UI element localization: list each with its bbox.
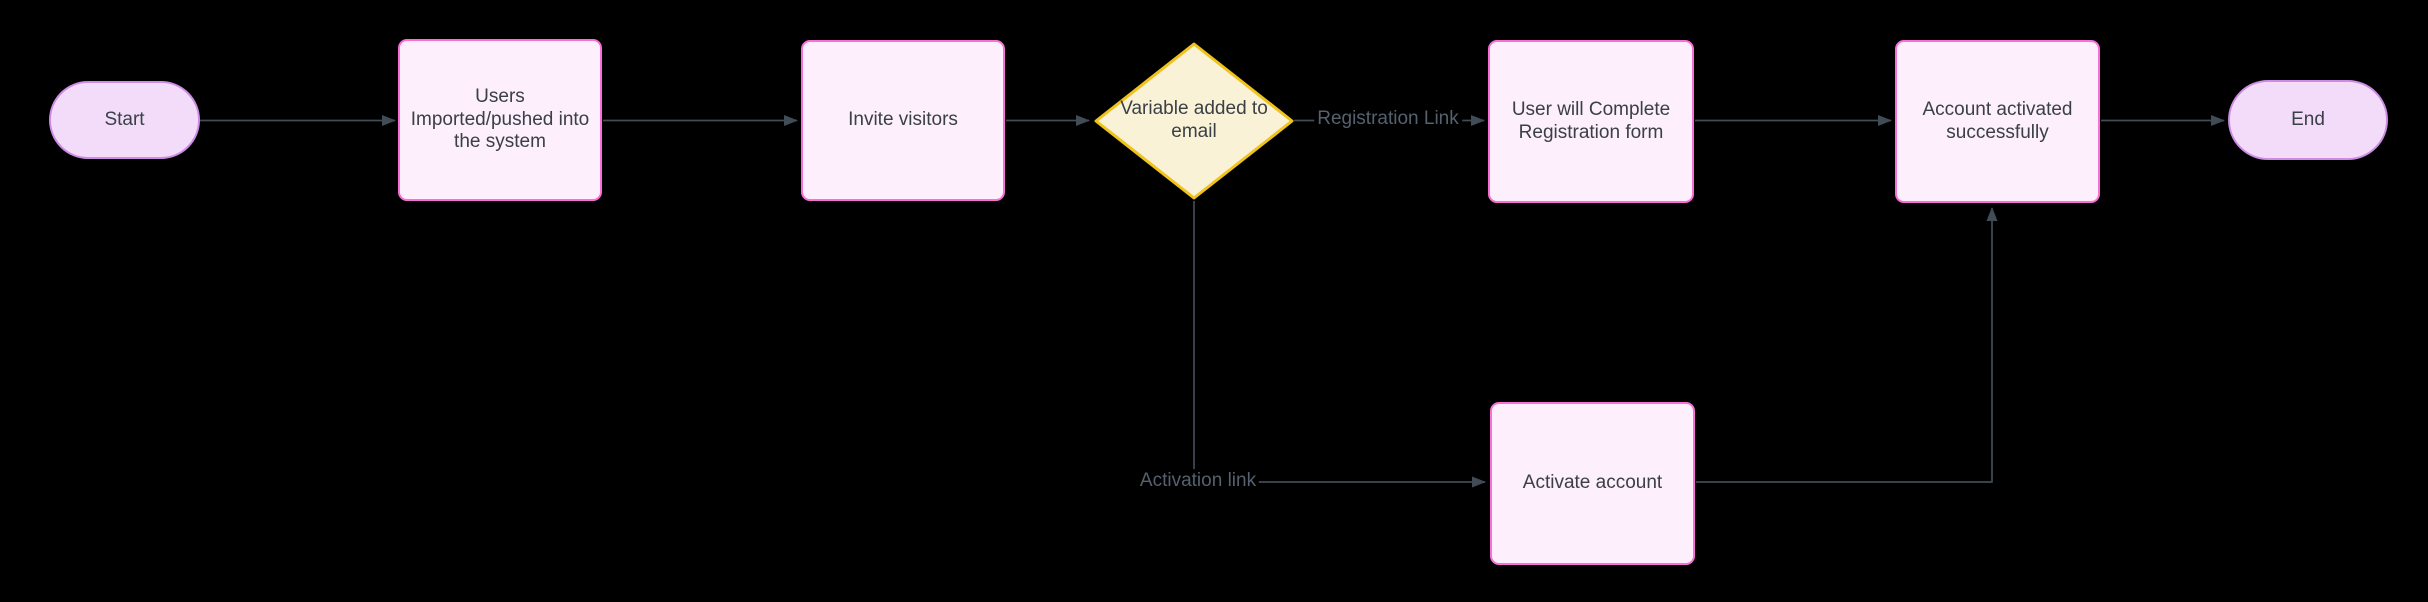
edge-activate-to-account[interactable] xyxy=(1696,207,1998,483)
node-account-activated[interactable]: Account activated successfully xyxy=(1895,40,2100,203)
node-complete-registration-label: User will Complete Registration form xyxy=(1511,98,1671,143)
node-end-label: End xyxy=(2291,108,2325,130)
node-activate-account-label: Activate account xyxy=(1522,472,1663,494)
node-account-activated-label: Account activated successfully xyxy=(1922,98,2073,143)
node-end[interactable]: End xyxy=(2228,80,2388,160)
node-variable-added-decision[interactable]: Variable added to email xyxy=(1094,42,1294,200)
node-invite-visitors-label: Invite visitors xyxy=(848,109,958,131)
node-variable-added-label: Variable added to email xyxy=(1120,98,1268,142)
node-users-imported-label: Users Imported/pushed into the system xyxy=(410,85,590,153)
node-invite-visitors[interactable]: Invite visitors xyxy=(801,40,1005,201)
node-start[interactable]: Start xyxy=(49,81,200,159)
edge-label-registration-link[interactable]: Registration Link xyxy=(1314,107,1462,131)
node-users-imported[interactable]: Users Imported/pushed into the system xyxy=(398,39,602,201)
node-start-label: Start xyxy=(104,108,145,130)
edge-label-activation-link[interactable]: Activation link xyxy=(1136,469,1260,493)
node-complete-registration[interactable]: User will Complete Registration form xyxy=(1488,40,1694,203)
edge-decision-to-activate[interactable] xyxy=(1193,201,1486,488)
node-activate-account[interactable]: Activate account xyxy=(1490,402,1695,565)
diamond-shape xyxy=(1094,42,1294,200)
